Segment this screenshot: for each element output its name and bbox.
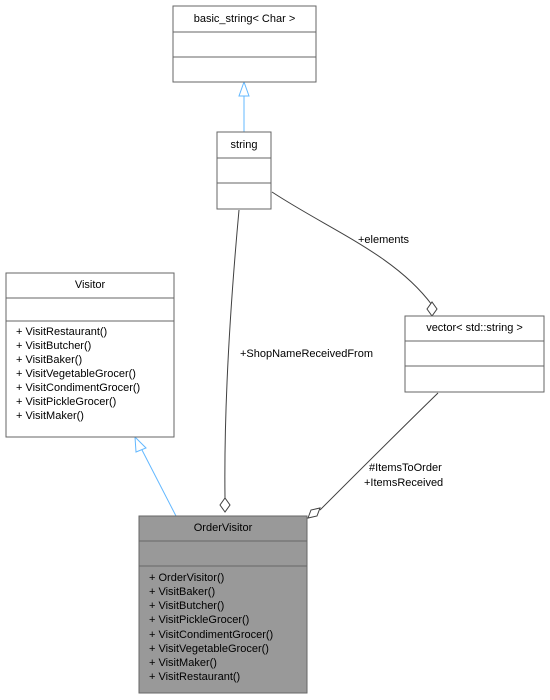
aggregation-diamond: [219, 497, 231, 513]
visitor-method: + VisitBaker(): [16, 354, 82, 366]
order-visitor-method: + VisitCondimentGrocer(): [149, 629, 273, 641]
edge-ordervisitor-to-visitor: [134, 435, 177, 517]
class-basic-string-title: basic_string< Char >: [194, 13, 296, 25]
class-vector-title: vector< std::string >: [426, 322, 523, 334]
class-visitor-title: Visitor: [75, 279, 106, 291]
order-visitor-method: + VisitButcher(): [149, 600, 224, 612]
inheritance-arrowhead: [134, 435, 147, 453]
class-order-visitor: OrderVisitor + OrderVisitor() + VisitBak…: [138, 515, 308, 694]
visitor-method: + VisitCondimentGrocer(): [16, 382, 140, 394]
order-visitor-method: + OrderVisitor(): [149, 572, 224, 584]
label-elements: +elements: [358, 234, 410, 246]
visitor-method: + VisitButcher(): [16, 340, 91, 352]
class-basic-string: basic_string< Char >: [172, 5, 317, 83]
visitor-method: + VisitMaker(): [16, 410, 84, 422]
label-items-to-order: #ItemsToOrder: [369, 462, 442, 474]
class-order-visitor-title: OrderVisitor: [194, 522, 253, 534]
aggregation-diamond: [426, 301, 438, 317]
edge-items: [307, 392, 439, 519]
label-items-received: +ItemsReceived: [364, 477, 443, 489]
aggregation-diamond: [307, 507, 321, 519]
order-visitor-method: + VisitMaker(): [149, 657, 217, 669]
visitor-method: + VisitPickleGrocer(): [16, 396, 116, 408]
order-visitor-method: + VisitVegetableGrocer(): [149, 643, 269, 655]
visitor-method: + VisitVegetableGrocer(): [16, 368, 136, 380]
visitor-method: + VisitRestaurant(): [16, 326, 107, 338]
inheritance-arrowhead: [238, 80, 250, 97]
order-visitor-method: + VisitBaker(): [149, 586, 215, 598]
class-vector: vector< std::string >: [404, 315, 545, 393]
label-shop-name-received-from: +ShopNameReceivedFrom: [240, 348, 373, 360]
class-visitor: Visitor + VisitRestaurant() + VisitButch…: [5, 272, 175, 438]
class-string-title: string: [231, 139, 258, 151]
edge-string-to-basic-string: [238, 80, 250, 132]
class-string: string: [216, 131, 272, 210]
order-visitor-method: + VisitRestaurant(): [149, 671, 240, 683]
edge-elements: [271, 191, 438, 317]
order-visitor-method: + VisitPickleGrocer(): [149, 614, 249, 626]
edge-shop-name: [219, 209, 240, 513]
